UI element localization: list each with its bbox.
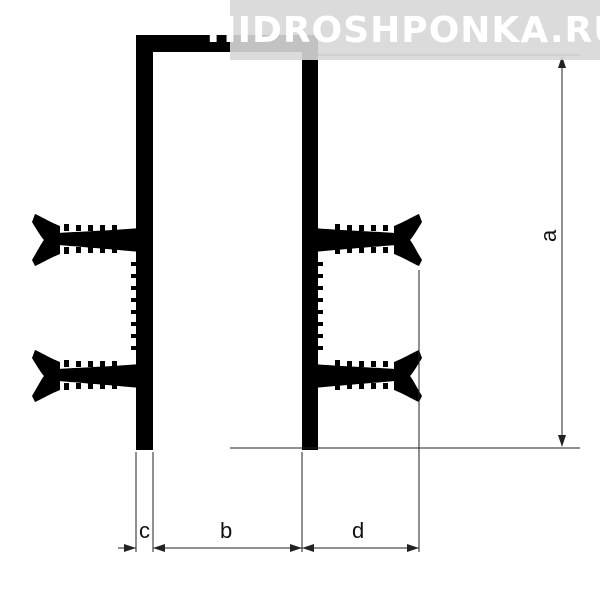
label-a: a: [536, 229, 561, 242]
serrations: [131, 262, 323, 350]
profile-body: [136, 35, 318, 450]
label-b: b: [220, 518, 232, 543]
dimension-lines: [118, 54, 580, 552]
label-d: d: [352, 518, 364, 543]
watermark-text: HIDROSHPONKA.RU: [206, 9, 600, 51]
right-upper-rib: [314, 214, 422, 266]
watermark: HIDROSHPONKA.RU: [207, 0, 600, 60]
dimension-arrows: [124, 56, 566, 552]
left-lower-rib: [32, 350, 140, 402]
label-c: c: [139, 518, 150, 543]
left-upper-rib: [32, 214, 140, 266]
right-lower-rib: [314, 350, 422, 402]
